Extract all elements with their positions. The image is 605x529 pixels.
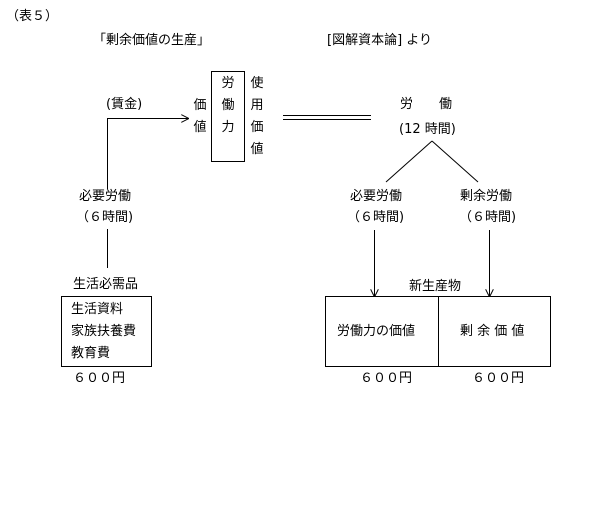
labor-power-box [211,71,245,162]
branch-right [431,140,479,183]
labor-power-value-cell: 労働力の価値 [337,324,416,339]
wage-label: (賃金) [106,97,143,112]
price-right: ６００円 [472,371,525,386]
right-necessary-labor: 必要労働 [350,189,403,204]
new-product-label: 新生産物 [409,279,462,294]
caption: （表５） [6,9,59,24]
left-title: 「剰余価値の生産」 [93,33,211,48]
necessities-label: 生活必需品 [73,277,139,292]
surplus-value-cell: 剰 余 価 値 [460,324,525,339]
left-necessary-labor: 必要労働 [79,189,132,204]
value-vertical-label: 価値 [193,98,207,135]
necessities-item-2: 家族扶養費 [71,324,137,339]
necessities-box [61,296,152,367]
price-left: ６００円 [360,371,413,386]
wage-arrow [107,119,189,189]
labor-hours: (12 時間) [399,122,456,137]
surplus-labor: 剰余労働 [460,189,513,204]
necessities-item-3: 教育費 [71,346,111,361]
branch-left [385,140,433,183]
labor-power-vertical-label: 労働力 [221,76,235,135]
right-title: [図解資本論] より [327,33,433,48]
right-necessary-hours: （６時間) [347,210,405,225]
necessities-item-1: 生活資料 [71,302,124,317]
labor-label: 労 働 [400,97,453,112]
left-necessary-hours: （６時間) [76,210,134,225]
necessities-price: ６００円 [73,371,126,386]
surplus-hours: （６時間) [459,210,517,225]
use-value-vertical-label: 使用価値 [250,76,264,157]
